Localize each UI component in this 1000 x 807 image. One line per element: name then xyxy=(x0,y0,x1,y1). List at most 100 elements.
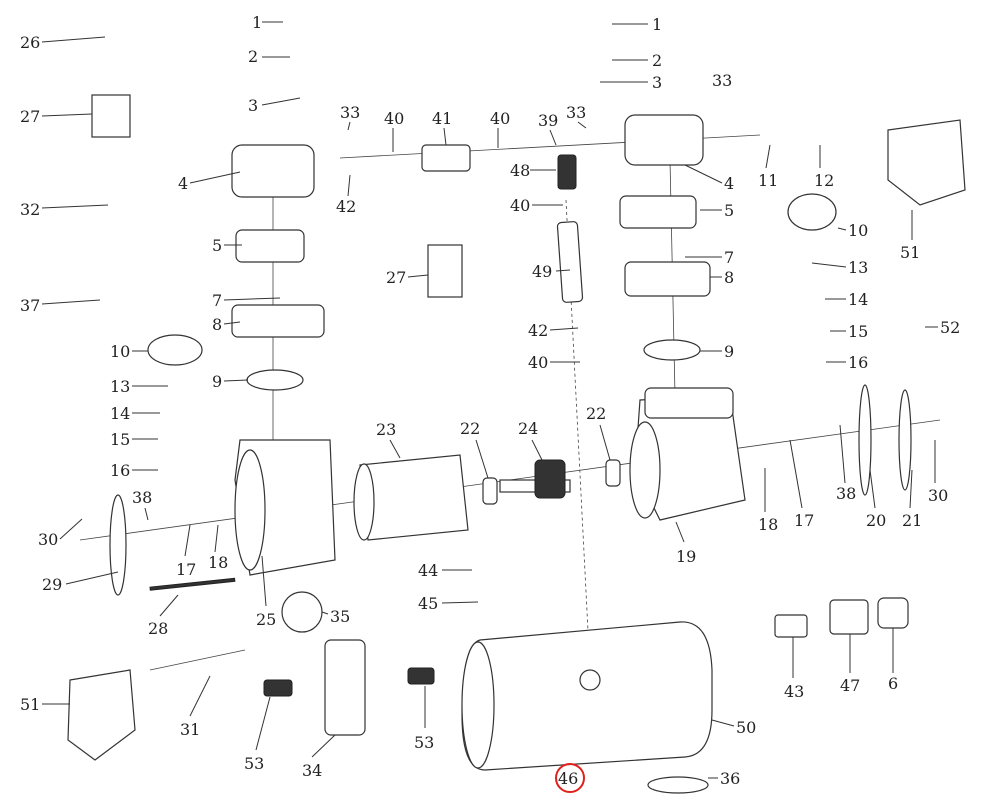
left-piston xyxy=(147,334,203,366)
connecting-pipe xyxy=(421,144,471,172)
part-number-label: 39 xyxy=(538,111,558,130)
fitting-43 xyxy=(774,614,808,638)
leader-line xyxy=(711,719,735,727)
part-number-label: 48 xyxy=(510,161,530,180)
leader-line xyxy=(321,611,329,615)
leader-line xyxy=(311,734,336,758)
right-fan-cover xyxy=(898,389,912,491)
leader-line xyxy=(347,174,351,197)
part-number-label: 43 xyxy=(784,682,804,701)
left-fan-cover xyxy=(109,494,127,596)
part-number-label: 32 xyxy=(20,200,40,219)
leader-line xyxy=(475,439,489,479)
leader-line xyxy=(189,171,241,184)
part-number-label: 18 xyxy=(758,515,778,534)
leader-line xyxy=(389,439,401,459)
parts-drawing xyxy=(67,94,966,794)
leader-line xyxy=(65,571,119,585)
leader-line xyxy=(159,594,179,617)
part-number-label: 37 xyxy=(20,296,40,315)
part-number-label: 10 xyxy=(110,342,130,361)
part-number-label: 42 xyxy=(528,321,548,340)
tee-fitting xyxy=(557,154,577,190)
discharge-tube xyxy=(556,221,584,303)
part-number-label: 30 xyxy=(928,486,948,505)
leader-line xyxy=(347,121,351,131)
capacitor-left xyxy=(91,94,131,138)
part-number-label: 14 xyxy=(110,404,130,423)
leader-line xyxy=(549,129,557,146)
part-number-label: 31 xyxy=(180,720,200,739)
part-number-label: 53 xyxy=(414,733,434,752)
part-number-label: 6 xyxy=(888,674,898,693)
part-number-label: 12 xyxy=(814,171,834,190)
part-number-label: 1 xyxy=(252,13,262,32)
part-number-label: 52 xyxy=(940,318,960,337)
part-number-label: 18 xyxy=(208,553,228,572)
part-number-label: 13 xyxy=(848,258,868,277)
left-bearing xyxy=(482,477,498,505)
part-number-label: 21 xyxy=(902,511,922,530)
fan xyxy=(858,384,872,496)
part-number-label: 11 xyxy=(758,171,778,190)
part-number-label: 7 xyxy=(212,291,222,310)
part-number-label: 5 xyxy=(724,201,734,220)
right-piston xyxy=(787,193,837,231)
left-gasket xyxy=(235,229,305,263)
air-tank xyxy=(461,621,713,771)
valve-6 xyxy=(877,597,909,629)
leader-line xyxy=(261,555,267,607)
part-number-label: 38 xyxy=(132,488,152,507)
air-tank-end xyxy=(461,641,495,769)
part-number-label: 1 xyxy=(652,15,662,34)
leader-lines xyxy=(41,21,938,779)
left-o-ring xyxy=(246,369,304,391)
leader-line xyxy=(407,274,429,278)
right-nipple xyxy=(407,667,435,685)
part-number-label: 7 xyxy=(724,248,734,267)
rubber-foot xyxy=(647,776,709,794)
leader-line xyxy=(811,262,847,268)
part-number-label: 33 xyxy=(712,71,732,90)
part-number-label: 49 xyxy=(532,262,552,281)
leader-line xyxy=(261,97,301,106)
leader-line xyxy=(41,204,109,209)
leader-line xyxy=(869,469,876,509)
part-number-label: 53 xyxy=(244,754,264,773)
part-number-label: 35 xyxy=(330,607,350,626)
leader-line xyxy=(675,521,685,543)
leader-line xyxy=(214,524,219,553)
part-number-label: 16 xyxy=(848,353,868,372)
part-number-label: 33 xyxy=(566,103,586,122)
leader-line xyxy=(555,269,571,272)
left-cylinder-head xyxy=(231,144,315,198)
part-number-label: 14 xyxy=(848,290,868,309)
tank-inlet-port xyxy=(579,669,601,691)
left-crankcase-face xyxy=(234,449,266,571)
leader-line xyxy=(765,144,771,169)
part-number-label: 23 xyxy=(376,420,396,439)
leader-line xyxy=(839,424,846,484)
part-number-label: 3 xyxy=(652,73,662,92)
pressure-gauge xyxy=(281,591,323,633)
elbow-47 xyxy=(829,599,869,635)
leader-line xyxy=(41,299,101,305)
part-number-label: 44 xyxy=(418,561,438,580)
part-number-label: 8 xyxy=(212,315,222,334)
right-o-ring xyxy=(643,339,701,361)
part-number-label: 22 xyxy=(460,419,480,438)
part-number-label: 40 xyxy=(490,109,510,128)
part-number-label: 46 xyxy=(558,769,578,788)
part-number-label: 51 xyxy=(900,243,920,262)
part-number-label: 45 xyxy=(418,594,438,613)
part-number-label: 27 xyxy=(20,107,40,126)
part-number-label: 9 xyxy=(724,342,734,361)
part-number-label: 40 xyxy=(510,196,530,215)
right-bearing xyxy=(605,459,621,487)
part-number-label: 34 xyxy=(302,761,322,780)
part-number-label: 15 xyxy=(110,430,130,449)
part-number-label: 10 xyxy=(848,221,868,240)
